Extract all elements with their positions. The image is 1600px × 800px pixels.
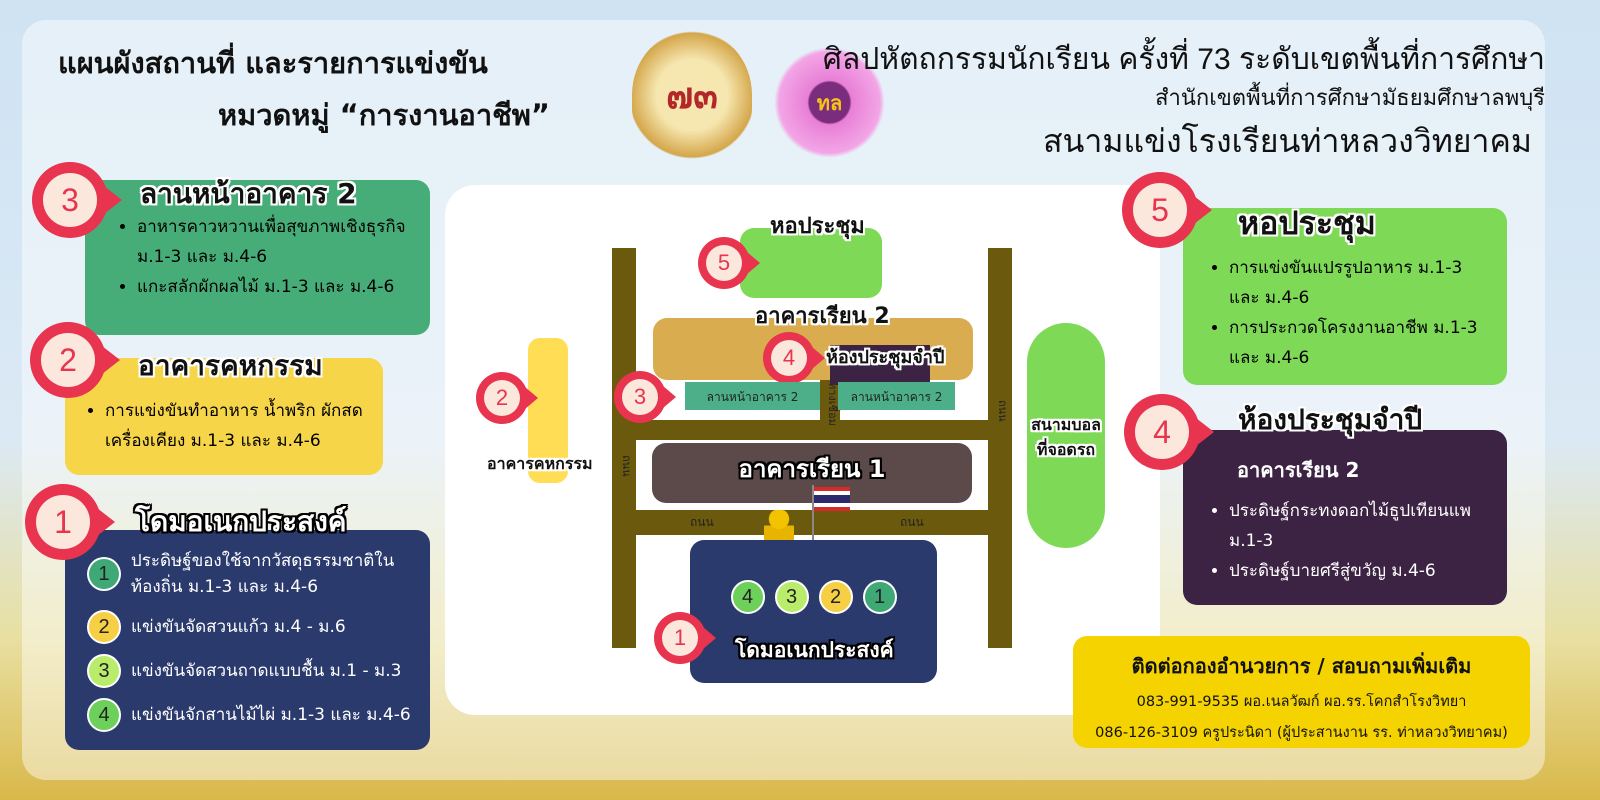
map-building-1[interactable]: อาคารเรียน 1 (652, 443, 972, 503)
map-badge-5: 5 (698, 237, 760, 289)
road-left (612, 248, 636, 648)
map-hall-label: หอประชุม (770, 214, 865, 239)
zone-5-card: การแข่งขันแปรรูปอาหาร ม.1-3 และ ม.4-6การ… (1183, 208, 1507, 385)
zone-4-subtitle: อาคารเรียน 2 (1237, 458, 1360, 482)
zone-2-item: การแข่งขันทำอาหาร น้ำพริก ผักสด เครื่องเ… (105, 396, 371, 456)
zone-3-title: ลานหน้าอาคาร 2 (140, 177, 357, 210)
map-football-field[interactable]: สนามบอลที่จอดรถ (1027, 323, 1105, 548)
zone-3-card: อาหารคาวหวานเพื่อสุขภาพเชิงธุรกิจ ม.1-3 … (85, 180, 430, 335)
zone-4-card: อาคารเรียน 2 ประดิษฐ์กระทงดอกไม้ธูปเทียน… (1183, 430, 1507, 605)
map-badge-2: 2 (476, 372, 538, 424)
road-label: ถนน (900, 515, 924, 529)
page-subtitle: หมวดหมู่ “การงานอาชีพ” (218, 98, 550, 132)
office-name: สำนักเขตพื้นที่การศึกษามัธยมศึกษาลพบุรี (1155, 85, 1545, 110)
zone-4-item: ประดิษฐ์กระทงดอกไม้ธูปเทียนแพ ม.1-3 (1229, 496, 1493, 556)
road-label: ถนน (996, 400, 1009, 422)
zone-4-badge: 4 (1124, 394, 1214, 470)
contact-title: ติดต่อกองอำนวยการ / สอบถามเพิ่มเติม (1131, 654, 1472, 678)
map-home-ec-label: อาคารคหกรรม (487, 454, 593, 473)
event-name: ศิลปหัตถกรรมนักเรียน ครั้งที่ 73 ระดับเข… (822, 43, 1545, 76)
flagpole (812, 485, 814, 550)
map-room-label: ห้องประชุมจำปี (826, 347, 945, 368)
map-badge-1: 1 (654, 612, 716, 664)
map-hall[interactable] (740, 228, 882, 298)
map-room[interactable] (830, 345, 930, 385)
map-badge-3: 3 (614, 371, 676, 423)
walkway (820, 380, 840, 440)
thai-flag-icon (814, 487, 850, 511)
map-courtyard[interactable]: ลานหน้าอาคาร 2 (838, 382, 955, 410)
road-label: ถนน (620, 455, 633, 477)
zone-3-item: แกะสลักผักผลไม้ ม.1-3 และ ม.4-6 (137, 272, 416, 302)
zone-1-badge: 1 (25, 484, 115, 560)
zone-1-title: โดมอเนกประสงค์ (135, 505, 347, 538)
road-middle (612, 420, 1012, 440)
map-building-2-label: อาคารเรียน 2 (755, 304, 890, 329)
dome-spot: 3 (774, 580, 809, 614)
road-label: ถนน (690, 515, 714, 529)
dome-spot: 1 (862, 580, 897, 614)
school-logo: ทล (762, 40, 897, 165)
road-right (988, 248, 1012, 648)
zone-5-item: การประกวดโครงงานอาชีพ ม.1-3 และ ม.4-6 (1229, 313, 1493, 373)
page-title: แผนผังสถานที่ และรายการแข่งขัน (58, 46, 488, 80)
zone-2-badge: 2 (30, 322, 120, 398)
event-logo: ๗๓ (632, 30, 752, 160)
dome-spot: 2 (818, 580, 853, 614)
zone-5-item: การแข่งขันแปรรูปอาหาร ม.1-3 และ ม.4-6 (1229, 253, 1493, 313)
contact-line: 086-126-3109 ครูประนิดา (ผู้ประสานงาน รร… (1095, 725, 1508, 741)
zone-5-badge: 5 (1122, 172, 1212, 248)
map-dome[interactable]: 4 3 2 1 โดมอเนกประสงค์ (690, 540, 937, 683)
map-dome-label: โดมอเนกประสงค์ (735, 638, 894, 662)
zone-3-item: อาหารคาวหวานเพื่อสุขภาพเชิงธุรกิจ ม.1-3 … (137, 212, 416, 272)
zone-2-card: การแข่งขันทำอาหาร น้ำพริก ผักสด เครื่องเ… (65, 358, 383, 475)
map-home-ec[interactable] (528, 338, 568, 483)
map-courtyard[interactable]: ลานหน้าอาคาร 2 (685, 382, 820, 410)
zone-2-title: อาคารคหกรรม (138, 349, 323, 382)
zone-4-item: ประดิษฐ์บายศรีสู่ขวัญ ม.4-6 (1229, 556, 1493, 586)
dome-spot: 4 (730, 580, 765, 614)
zone-4-title: ห้องประชุมจำปี (1238, 403, 1423, 436)
zone-3-badge: 3 (32, 162, 122, 238)
venue-name: สนามแข่งโรงเรียนท่าหลวงวิทยาคม (1043, 123, 1532, 159)
map-badge-4: 4 (763, 332, 825, 384)
zone-5-title: หอประชุม (1238, 204, 1376, 242)
contact-card: ติดต่อกองอำนวยการ / สอบถามเพิ่มเติม 083-… (1073, 636, 1530, 748)
contact-line: 083-991-9535 ผอ.เนลวัฒก์ ผอ.รร.โคกสำโรงว… (1136, 694, 1467, 710)
walkway-label: ทางเชื่อม (826, 382, 839, 426)
